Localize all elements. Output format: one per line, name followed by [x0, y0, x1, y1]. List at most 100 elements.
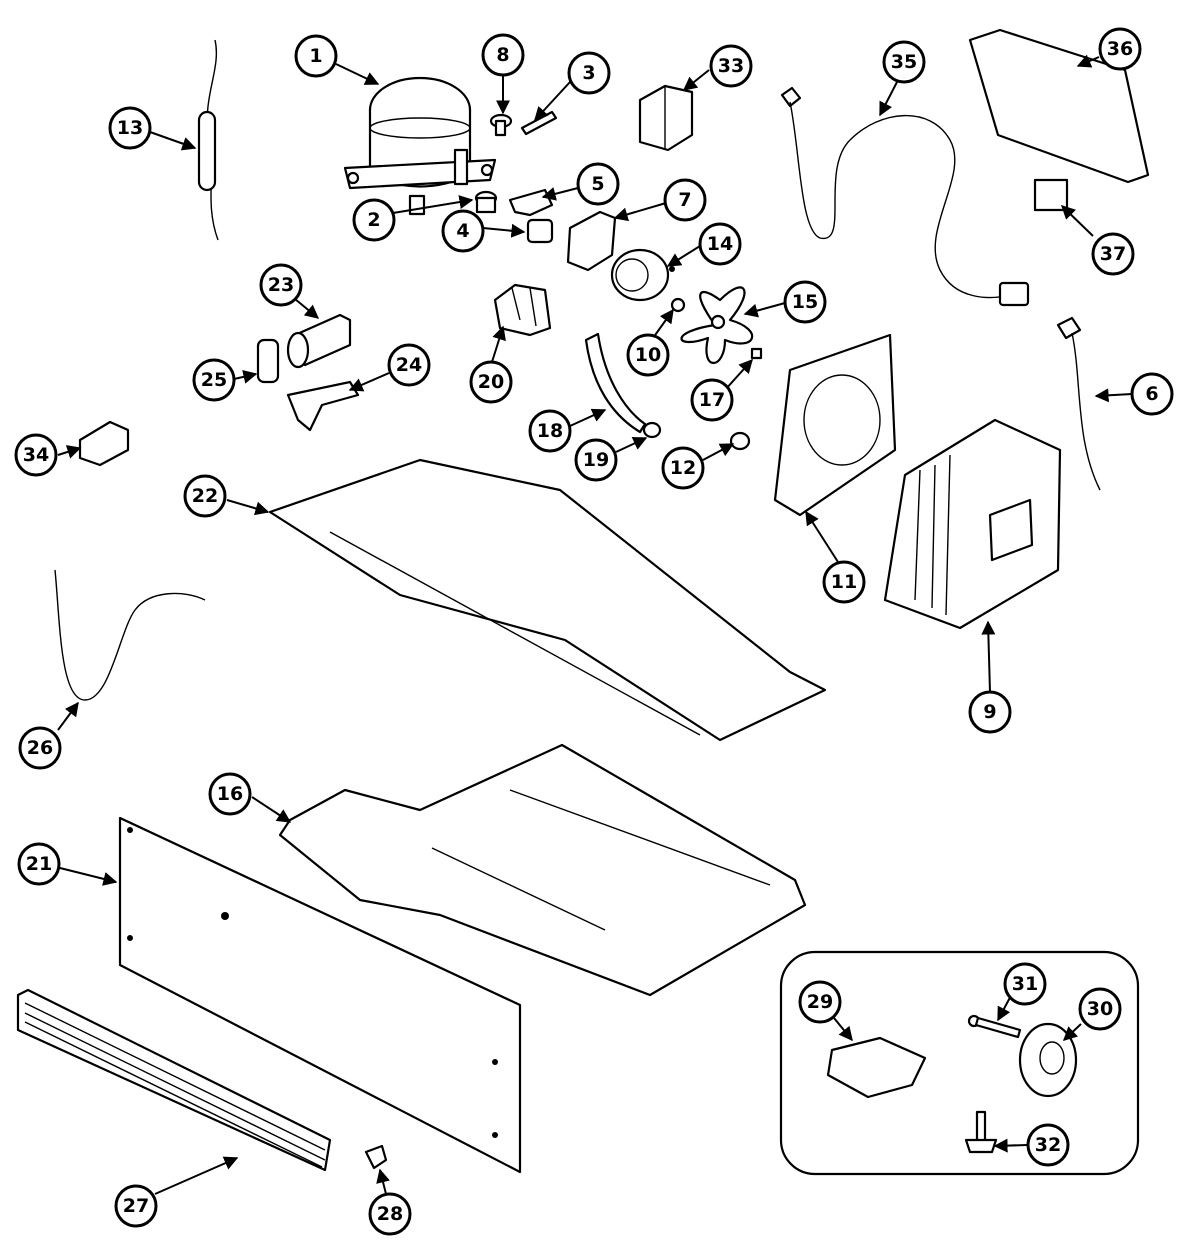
callout-1: 1 — [294, 34, 338, 78]
axle-part — [967, 1014, 1022, 1039]
svg-text:34: 34 — [23, 444, 49, 466]
callout-26: 26 — [18, 726, 62, 770]
svg-text:30: 30 — [1087, 998, 1113, 1020]
callout-32: 32 — [1026, 1123, 1070, 1167]
svg-text:16: 16 — [217, 783, 243, 805]
capacitor-cover-part — [256, 338, 280, 384]
svg-text:19: 19 — [583, 449, 609, 471]
svg-text:6: 6 — [1145, 383, 1158, 405]
svg-text:23: 23 — [268, 274, 294, 296]
callout-35: 35 — [882, 40, 926, 84]
svg-text:29: 29 — [807, 991, 833, 1013]
small-grommet-part — [729, 431, 751, 451]
svg-text:20: 20 — [478, 371, 504, 393]
condenser-part — [883, 418, 1062, 630]
callout-9: 9 — [968, 690, 1012, 734]
capacitor-bracket-part — [286, 380, 360, 432]
callout-6: 6 — [1130, 372, 1174, 416]
svg-text:2: 2 — [367, 209, 380, 231]
callout-15: 15 — [783, 280, 827, 324]
svg-text:10: 10 — [635, 344, 661, 366]
strap-part — [584, 332, 647, 434]
svg-text:15: 15 — [792, 291, 818, 313]
svg-text:27: 27 — [123, 1195, 149, 1217]
compressor-part — [343, 76, 497, 216]
svg-text:33: 33 — [718, 55, 744, 77]
terminal-cover-part — [566, 210, 617, 272]
jumper-cord-part — [1056, 316, 1101, 491]
drain-hose-part — [54, 569, 206, 701]
svg-text:24: 24 — [396, 354, 422, 376]
callout-4: 4 — [441, 209, 485, 253]
control-bracket-part — [968, 28, 1150, 184]
callout-13: 13 — [108, 106, 152, 150]
svg-text:35: 35 — [891, 51, 917, 73]
callout-33: 33 — [709, 44, 753, 88]
roller-wheel-part — [1018, 1022, 1078, 1098]
callout-18: 18 — [528, 409, 572, 453]
callout-14: 14 — [698, 222, 742, 266]
grommet-part — [474, 190, 498, 214]
relay-part — [638, 84, 694, 152]
svg-text:13: 13 — [117, 117, 143, 139]
svg-text:31: 31 — [1012, 973, 1038, 995]
blade-clip-part — [750, 347, 763, 360]
svg-text:26: 26 — [27, 737, 53, 759]
svg-text:22: 22 — [192, 485, 218, 507]
callout-28: 28 — [368, 1192, 412, 1236]
switch-part — [78, 420, 130, 467]
svg-text:9: 9 — [983, 701, 996, 723]
svg-text:1: 1 — [309, 45, 322, 67]
fan-shroud-part — [773, 333, 897, 517]
svg-text:5: 5 — [591, 173, 604, 195]
callout-23: 23 — [259, 263, 303, 307]
leveling-inset-frame — [779, 950, 1140, 1176]
callout-36: 36 — [1098, 27, 1142, 71]
callout-30: 30 — [1078, 987, 1122, 1031]
svg-text:32: 32 — [1035, 1134, 1061, 1156]
callout-34: 34 — [14, 433, 58, 477]
callout-12: 12 — [661, 446, 705, 490]
svg-text:28: 28 — [377, 1203, 403, 1225]
callout-17: 17 — [690, 378, 734, 422]
svg-text:11: 11 — [831, 571, 857, 593]
svg-text:7: 7 — [678, 189, 691, 211]
callout-16: 16 — [208, 772, 252, 816]
power-cord-part — [780, 86, 1030, 307]
svg-text:8: 8 — [496, 44, 509, 66]
svg-text:21: 21 — [26, 853, 52, 875]
callout-10: 10 — [626, 333, 670, 377]
callout-5: 5 — [576, 162, 620, 206]
callout-11: 11 — [822, 560, 866, 604]
leveling-leg-part — [964, 1110, 998, 1154]
callout-20: 20 — [469, 360, 513, 404]
fan-motor-part — [610, 248, 675, 302]
callout-22: 22 — [183, 474, 227, 518]
fan-blade-part — [680, 286, 754, 365]
svg-text:36: 36 — [1107, 38, 1133, 60]
base-rail-part — [268, 458, 827, 742]
callout-25: 25 — [192, 358, 236, 402]
callout-29: 29 — [798, 980, 842, 1024]
roller-bracket-part — [826, 1036, 927, 1099]
drain-pan-part — [278, 743, 807, 997]
connector-part — [1033, 178, 1069, 212]
callout-2: 2 — [352, 198, 396, 242]
callout-27: 27 — [114, 1184, 158, 1228]
leader-lines — [57, 54, 1133, 1195]
svg-text:12: 12 — [670, 457, 696, 479]
callout-8: 8 — [481, 33, 525, 77]
callout-7: 7 — [663, 178, 707, 222]
callout-37: 37 — [1091, 232, 1135, 276]
capacitor-part — [286, 313, 352, 369]
nut-part — [670, 297, 686, 313]
overload-part — [526, 218, 554, 244]
grille-clip-part — [364, 1144, 388, 1170]
toe-panel-part — [118, 816, 522, 1174]
svg-text:3: 3 — [582, 62, 595, 84]
svg-text:25: 25 — [201, 369, 227, 391]
motor-grommet-part — [642, 421, 662, 439]
screw-part — [489, 113, 513, 137]
